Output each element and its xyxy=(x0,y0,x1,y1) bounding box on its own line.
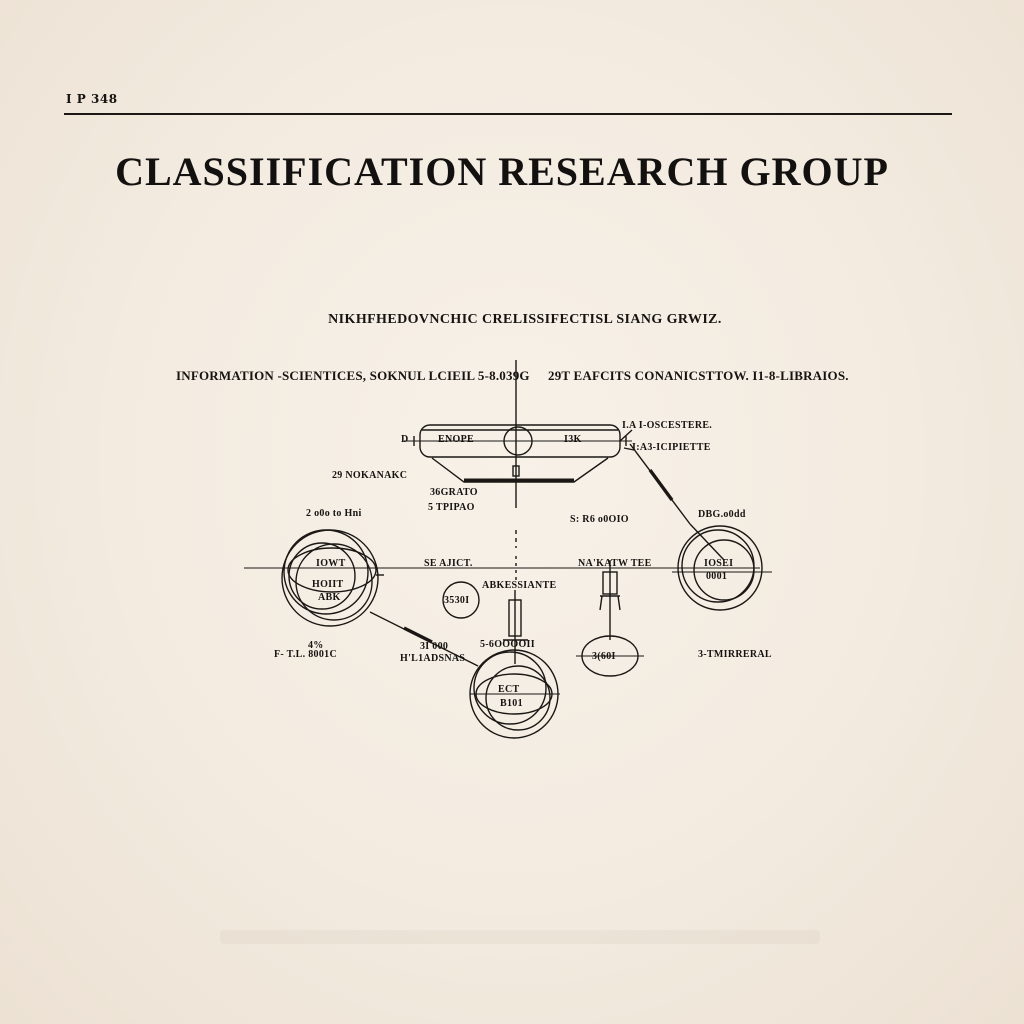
right-device-leg-right xyxy=(617,595,621,611)
left-circle-text-1: IOWT xyxy=(316,558,346,569)
center-label: ABKESSIANTE xyxy=(482,580,557,591)
bottom-circle-ring-2 xyxy=(473,651,547,725)
page-reference: I P 348 xyxy=(66,92,118,106)
right-mid-note: S: R6 o0OIO xyxy=(570,514,629,525)
diagram-subtitle: NIKHFHEDOVNCHIC CRELISSIFECTISL SIANG GR… xyxy=(328,312,722,327)
right-device-leg-left xyxy=(599,595,603,611)
bar-left-label: ENOPE xyxy=(438,434,474,445)
page-title: CLASSIIFICATION RESEARCH GROUP xyxy=(115,149,889,194)
left-lower-label-2: F- T.L. 8001C xyxy=(274,649,337,660)
left-circle-ellipse xyxy=(287,547,377,593)
fields-line-right: 29T EAFCITS CONANICSTTOW. I1-8-LIBRAIOS. xyxy=(548,368,849,383)
faded-footer-text xyxy=(220,930,820,944)
left-upper-label: 29 NOKANAKC xyxy=(332,470,408,481)
top-right-label-1: I.A I-OSCESTERE. xyxy=(622,420,713,431)
right-circle-caption: DBG.o0dd xyxy=(698,509,746,520)
right-circle-outer xyxy=(677,525,763,611)
right-device-box xyxy=(602,571,618,595)
lower-center-label-1: 3I 000 xyxy=(420,641,449,652)
right-lower-label: 3-TMIRRERAL xyxy=(698,649,772,660)
left-circle-text-2: HOIIT xyxy=(312,579,344,590)
top-bar-hub xyxy=(503,426,533,456)
small-center-circle xyxy=(442,581,480,619)
left-circle-ring-2 xyxy=(283,529,369,615)
bar-right-label: I3K xyxy=(564,434,582,445)
top-bar-trapezoid xyxy=(431,457,609,483)
lower-center-label-2: H'L1ADSNAS xyxy=(400,653,466,664)
bottom-circle-text-2: B101 xyxy=(500,698,523,709)
center-note-1: 36GRATO xyxy=(430,487,478,498)
top-bar-stem-block xyxy=(512,465,520,477)
top-right-connector-2 xyxy=(623,447,635,451)
center-note-2: 5 TPIPAO xyxy=(428,502,475,513)
diagonal-link-right-end xyxy=(689,523,725,561)
right-circle-text-2: 0001 xyxy=(706,571,728,582)
mid-right-label: NA'KATW TEE xyxy=(578,558,652,569)
bottom-circle-ring-3 xyxy=(485,665,551,731)
bottom-circle-text-1: ECT xyxy=(498,684,520,695)
top-right-label-2: I:A3-ICIPIETTE xyxy=(632,442,711,453)
right-circle-text-1: IOSEI xyxy=(704,558,734,569)
mid-left-label: SE AJICT. xyxy=(424,558,473,569)
lower-center-label-3: 5-6OOOOII xyxy=(480,639,535,650)
right-circle-ring-3 xyxy=(693,539,755,601)
top-left-letter: D xyxy=(401,434,409,445)
left-circle-text-3: ABK xyxy=(318,592,341,603)
diagonal-link-right-thick xyxy=(648,468,674,502)
small-circle-text: 3530I xyxy=(444,595,470,606)
left-lower-label-1: 4% xyxy=(308,640,324,651)
header-rule xyxy=(64,113,952,115)
diagonal-link-left-thick xyxy=(403,626,433,644)
oval-text: 3(60I xyxy=(592,651,616,662)
top-right-connector-1 xyxy=(619,429,633,442)
fields-line-left: INFORMATION -SCIENTICES, SOKNUL LCIEIL 5… xyxy=(176,368,530,383)
left-circle-caption: 2 o0o to Hni xyxy=(306,508,362,519)
